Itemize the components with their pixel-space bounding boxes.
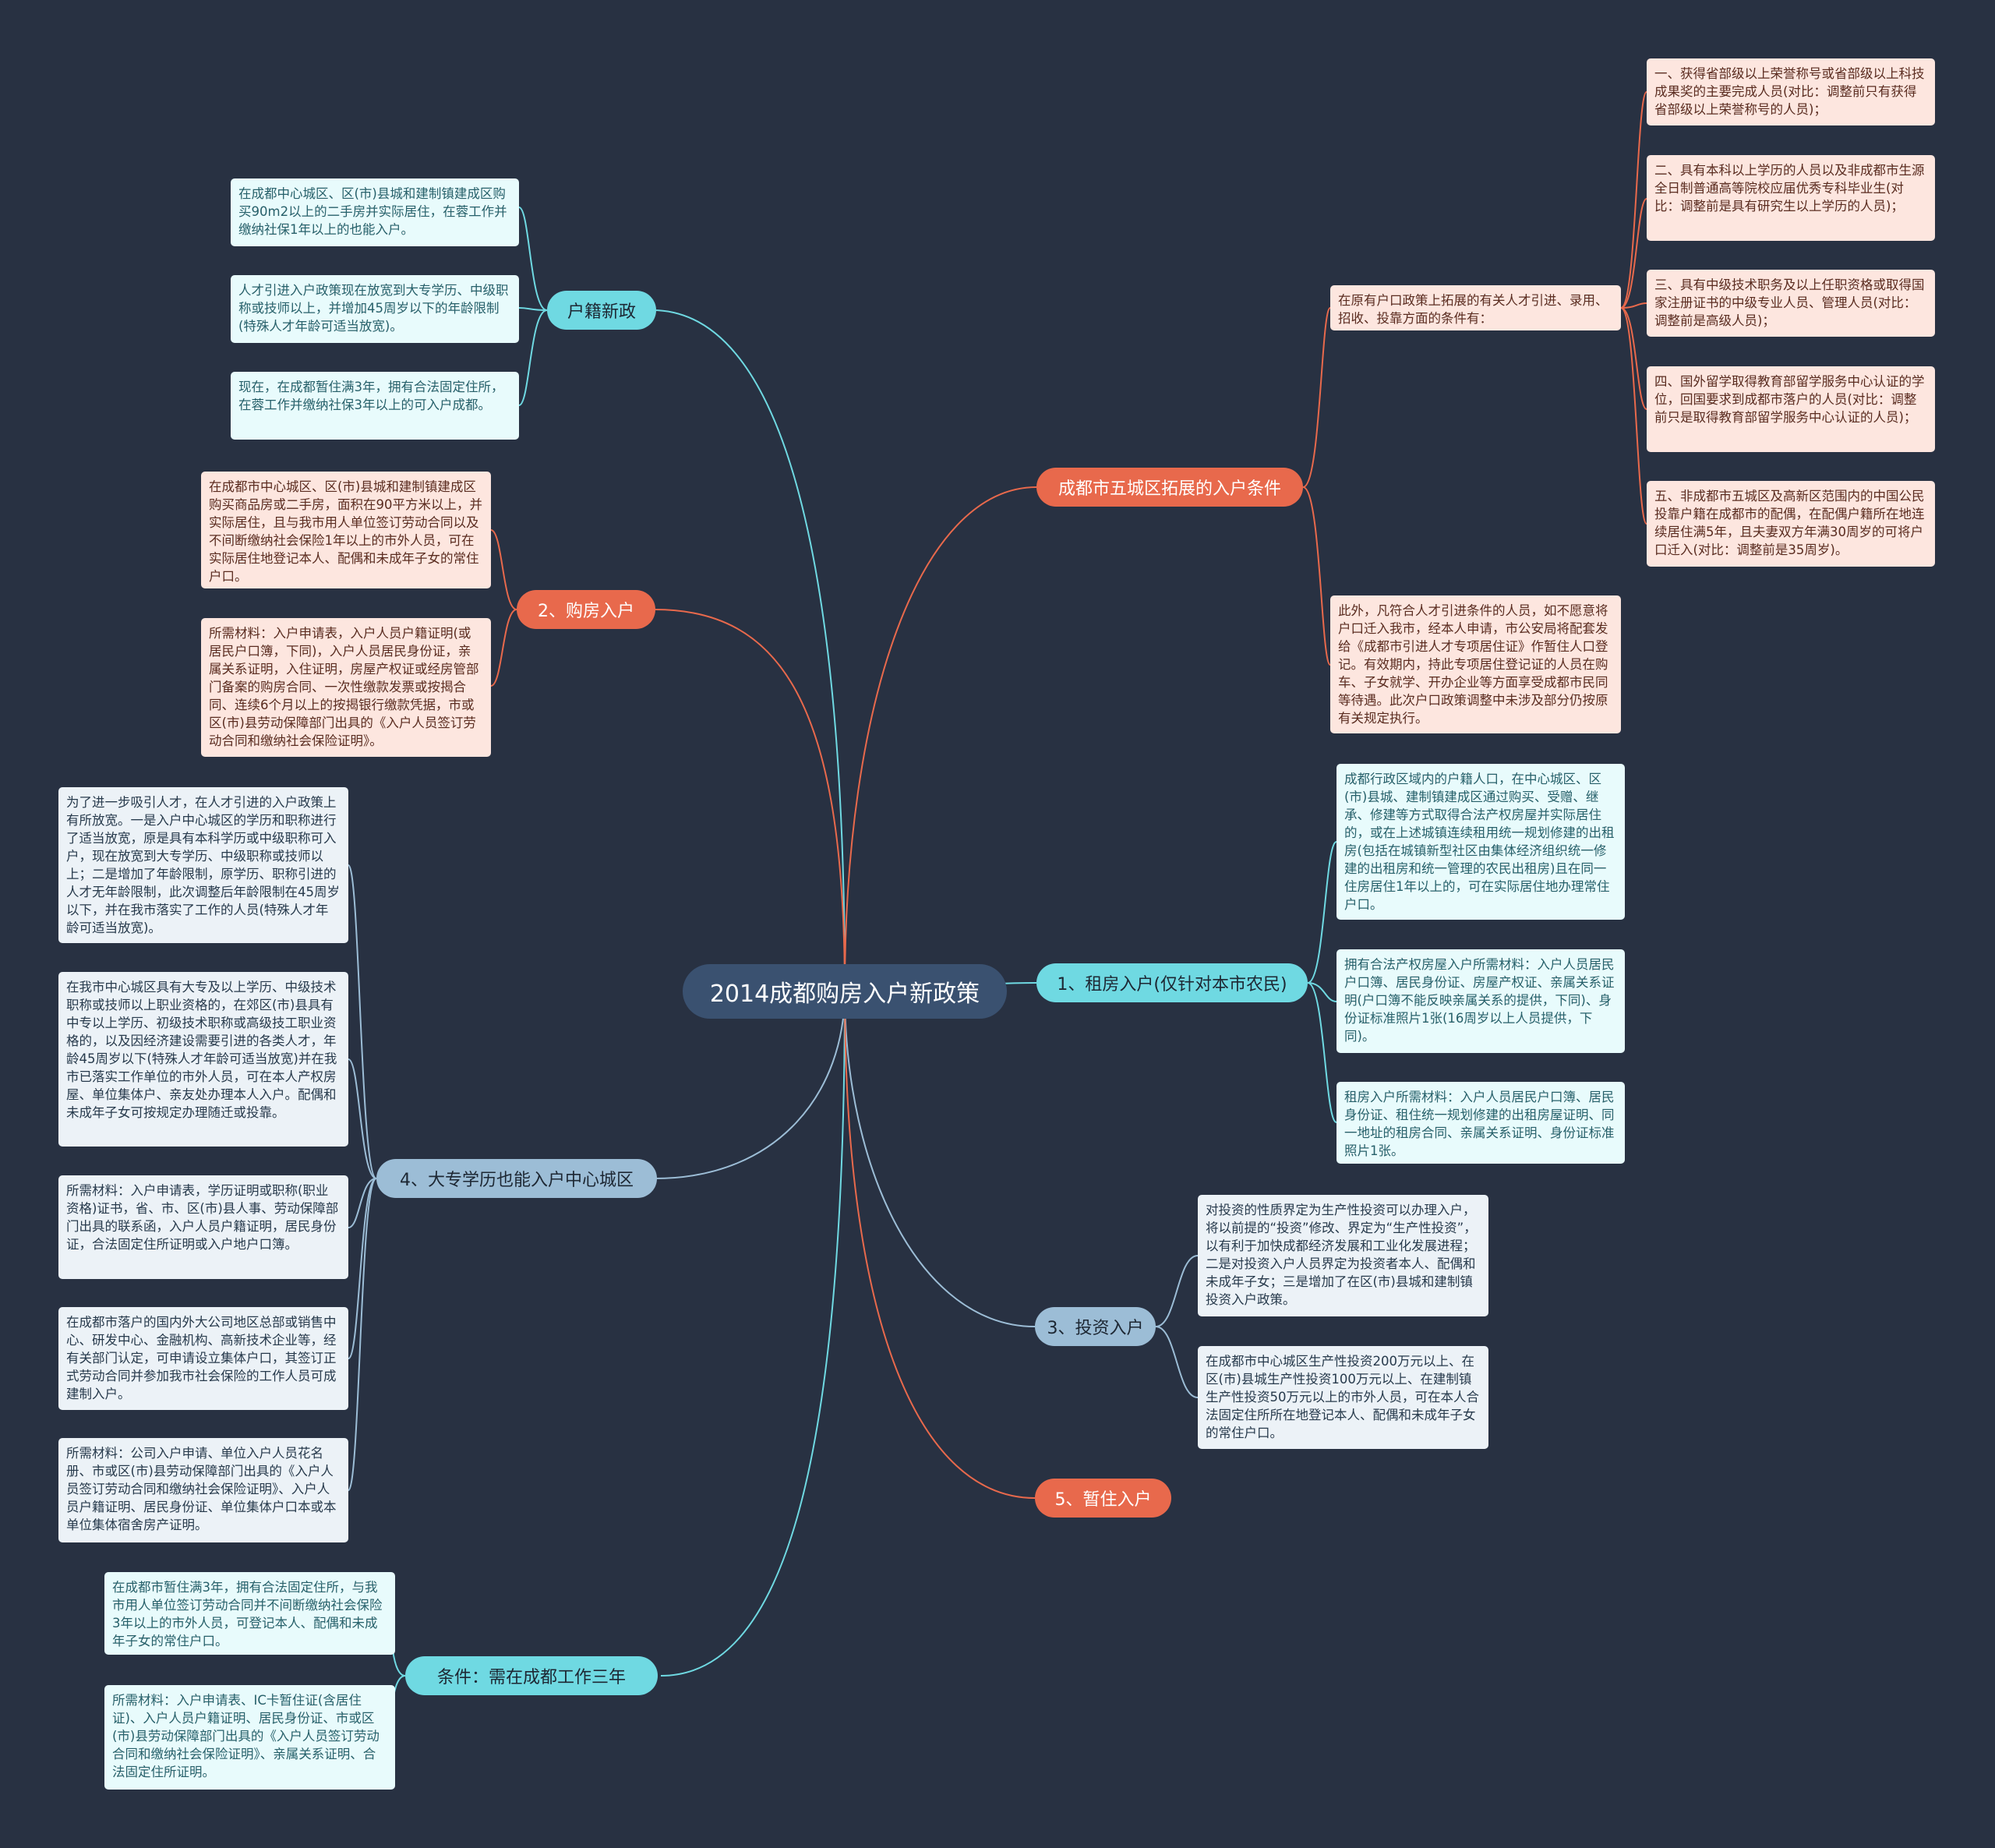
leaf-touzi-1: 对投资的性质界定为生产性投资可以办理入户，将以前提的“投资”修改、界定为“生产性…: [1198, 1195, 1488, 1316]
branch-zanzhu-ruhu[interactable]: 5、暂住入户: [1035, 1479, 1171, 1518]
leaf-wuchengqu-2: 二、具有本科以上学历的人员以及非成都市生源全日制普通高等院校应届优秀专科毕业生(…: [1647, 155, 1935, 241]
leaf-dazhuan-5: 所需材料：公司入户申请、单位入户人员花名册、市或区(市)县劳动保障部门出具的《入…: [58, 1438, 348, 1542]
leaf-dazhuan-4: 在成都市落户的国内外大公司地区总部或销售中心、研发中心、金融机构、高新技术企业等…: [58, 1307, 348, 1410]
leaf-touzi-2: 在成都市中心城区生产性投资200万元以上、在区(市)县城生产性投资100万元以上…: [1198, 1346, 1488, 1449]
leaf-wuchengqu-3: 三、具有中级技术职务及以上任职资格或取得国家注册证书的中级专业人员、管理人员(对…: [1647, 270, 1935, 337]
branch-dazhuan-xueli[interactable]: 4、大专学历也能入户中心城区: [376, 1159, 657, 1198]
leaf-tiaojian-2: 所需材料：入户申请表、IC卡暂住证(含居住证)、入户人员户籍证明、居民身份证、市…: [104, 1685, 395, 1790]
leaf-wuchengqu-5: 五、非成都市五城区及高新区范围内的中国公民投靠户籍在成都市的配偶，在配偶户籍所在…: [1647, 481, 1935, 567]
leaf-wuchengqu-4: 四、国外留学取得教育部留学服务中心认证的学位，回国要求到成都市落户的人员(对比：…: [1647, 366, 1935, 452]
leaf-dazhuan-2: 在我市中心城区具有大专及以上学历、中级技术职称或技师以上职业资格的，在郊区(市)…: [58, 972, 348, 1147]
leaf-wuchengqu-extra: 此外，凡符合人才引进条件的人员，如不愿意将户口迁入我市，经本人申请，市公安局将配…: [1330, 595, 1621, 733]
branch-wuchengqu[interactable]: 成都市五城区拓展的入户条件: [1036, 468, 1303, 507]
leaf-zufang-3: 租房入户所需材料：入户人员居民户口簿、居民身份证、租住统一规划修建的出租房屋证明…: [1336, 1082, 1625, 1164]
leaf-goufang-1: 在成都市中心城区、区(市)县城和建制镇建成区购买商品房或二手房，面积在90平方米…: [201, 472, 491, 588]
branch-tiaojian[interactable]: 条件：需在成都工作三年: [405, 1656, 658, 1695]
leaf-dazhuan-3: 所需材料：入户申请表，学历证明或职称(职业资格)证书，省、市、区(市)县人事、劳…: [58, 1175, 348, 1279]
subtopic-wuchengqu-tuozhan: 在原有户口政策上拓展的有关人才引进、录用、招收、投靠方面的条件有：: [1330, 285, 1621, 330]
branch-touzi-ruhu[interactable]: 3、投资入户: [1035, 1307, 1156, 1346]
leaf-huji-2: 人才引进入户政策现在放宽到大专学历、中级职称或技师以上，并增加45周岁以下的年龄…: [231, 275, 519, 343]
branch-huji-xinzheng[interactable]: 户籍新政: [547, 291, 656, 330]
leaf-tiaojian-1: 在成都市暂住满3年，拥有合法固定住所，与我市用人单位签订劳动合同并不间断缴纳社会…: [104, 1572, 395, 1655]
leaf-zufang-1: 成都行政区域内的户籍人口，在中心城区、区(市)县城、建制镇建成区通过购买、受赠、…: [1336, 764, 1625, 920]
leaf-goufang-2: 所需材料：入户申请表，入户人员户籍证明(或居民户口簿，下同)，入户人员居民身份证…: [201, 618, 491, 757]
root-topic[interactable]: 2014成都购房入户新政策: [683, 964, 1007, 1019]
leaf-zufang-2: 拥有合法产权房屋入户所需材料：入户人员居民户口簿、居民身份证、房屋产权证、亲属关…: [1336, 949, 1625, 1053]
leaf-huji-1: 在成都中心城区、区(市)县城和建制镇建成区购买90m2以上的二手房并实际居住，在…: [231, 178, 519, 246]
leaf-huji-3: 现在，在成都暂住满3年，拥有合法固定住所，在蓉工作并缴纳社保3年以上的可入户成都…: [231, 372, 519, 440]
leaf-dazhuan-1: 为了进一步吸引人才，在人才引进的入户政策上有所放宽。一是入户中心城区的学历和职称…: [58, 787, 348, 943]
branch-goufang-ruhu[interactable]: 2、购房入户: [517, 590, 655, 629]
leaf-wuchengqu-1: 一、获得省部级以上荣誉称号或省部级以上科技成果奖的主要完成人员(对比：调整前只有…: [1647, 58, 1935, 125]
branch-zufang-ruhu[interactable]: 1、租房入户(仅针对本市农民): [1036, 963, 1308, 1002]
